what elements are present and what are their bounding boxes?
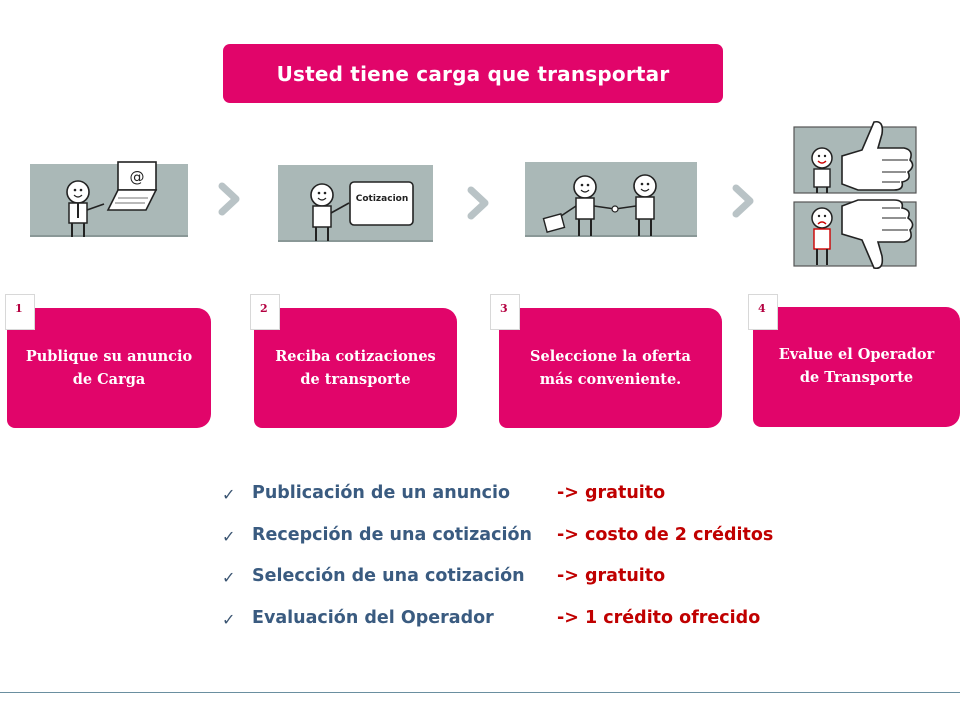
cost-item-label: Evaluación del Operador	[252, 607, 494, 628]
step-1-text: Publique su anuncio de Carga	[25, 348, 193, 388]
cost-item-label: Recepción de una cotización	[252, 524, 532, 545]
checkmark-icon: ✓	[222, 609, 236, 629]
step-3-number: 3	[490, 294, 520, 330]
laptop-icon	[106, 161, 158, 211]
step-1-number: 1	[5, 294, 35, 330]
illustration-evaluate	[793, 120, 917, 270]
chevron-right-icon	[467, 186, 489, 220]
cost-item-label: Publicación de un anuncio	[252, 483, 511, 503]
quote-card-label: Cotizacion	[356, 194, 409, 204]
briefcase-icon	[542, 213, 566, 233]
step-4-number: 4	[748, 294, 778, 330]
step-3-box: Seleccione la oferta más conveniente.	[499, 308, 722, 428]
chevron-right-icon	[218, 182, 240, 216]
cost-item-label: Selección de una cotización	[252, 566, 525, 586]
footer-divider	[0, 692, 960, 693]
chevron-right-icon	[732, 184, 754, 218]
step-4-box: Evalue el Operador de Transporte	[753, 307, 960, 427]
cost-item-value: -> costo de 2 créditos	[557, 524, 774, 545]
illustration-handshake	[525, 162, 697, 237]
step-4-text: Evalue el Operador de Transporte	[778, 346, 935, 386]
illustration-publish: @	[30, 161, 188, 237]
step-2-text: Reciba cotizaciones de transporte	[275, 348, 436, 388]
email-symbol: @	[130, 168, 145, 186]
page-title: Usted tiene carga que transportar	[223, 44, 723, 103]
cost-item-value: -> 1 crédito ofrecido	[557, 607, 761, 628]
step-2-number: 2	[250, 294, 280, 330]
step-1-box: Publique su anuncio de Carga	[7, 308, 211, 428]
thumbs-up-icon	[841, 120, 914, 191]
checkmark-icon: ✓	[222, 526, 236, 546]
checkmark-icon: ✓	[222, 485, 236, 504]
cost-item-value: -> gratuito	[557, 483, 666, 503]
checkmark-icon: ✓	[222, 568, 236, 587]
step-3-text: Seleccione la oferta más conveniente.	[530, 348, 691, 388]
cost-item-value: -> gratuito	[557, 566, 666, 586]
step-2-box: Reciba cotizaciones de transporte	[254, 308, 457, 428]
thumbs-down-icon	[841, 199, 914, 270]
illustration-quote: Cotizacion	[278, 165, 433, 242]
